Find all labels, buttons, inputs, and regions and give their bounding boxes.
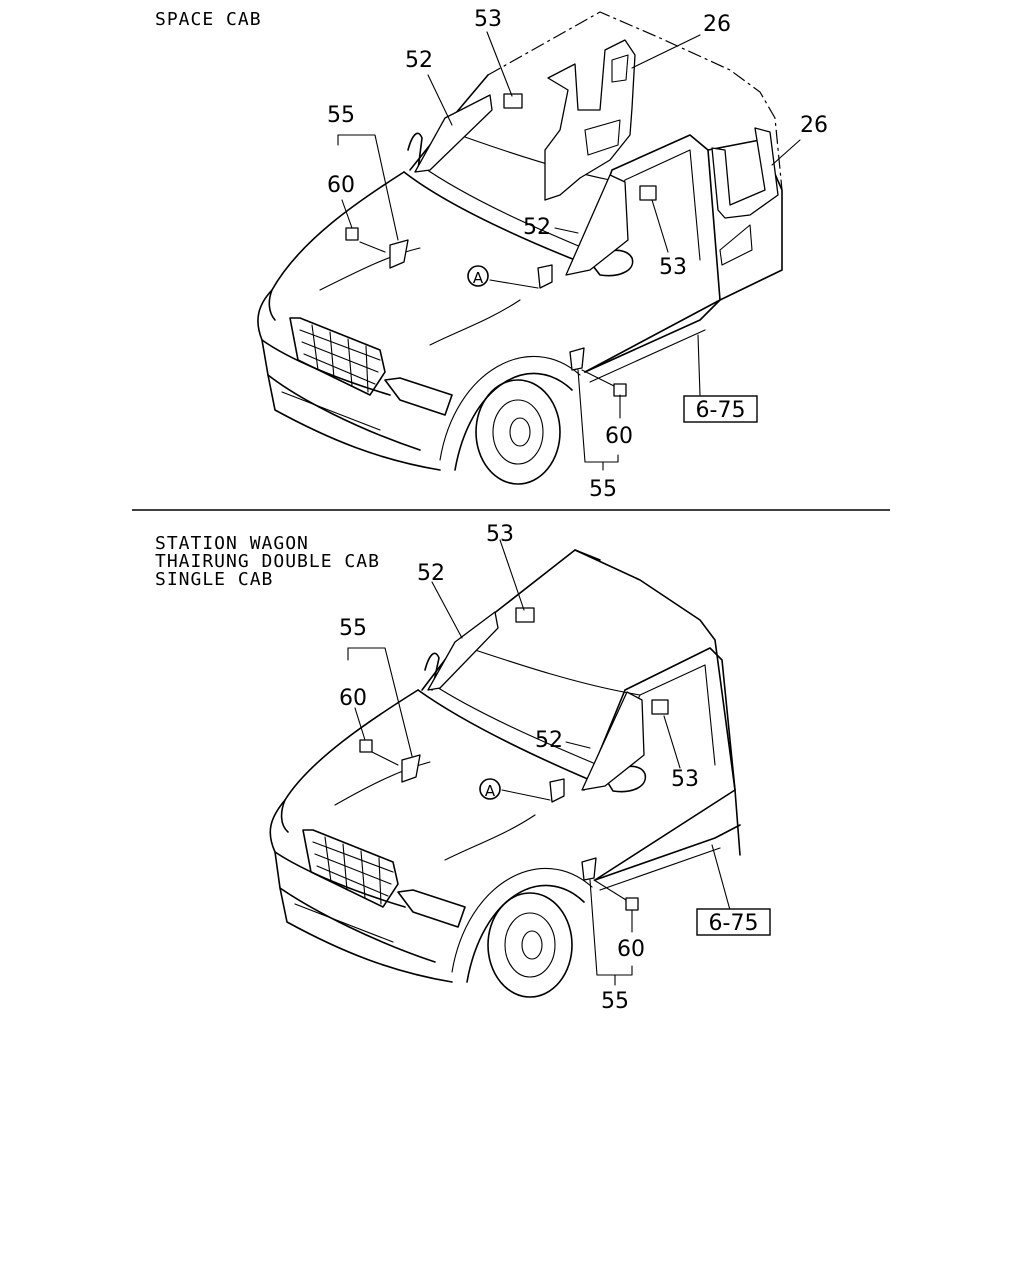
connector-a	[549, 778, 565, 803]
clip-53-right	[651, 699, 669, 715]
a-pillar-trim-52-left	[427, 611, 499, 691]
fastener-55-hood	[401, 754, 421, 783]
callout-26: 26	[703, 12, 731, 37]
panel-heading-line: THAIRUNG DOUBLE CAB	[155, 551, 380, 572]
leader-lines	[337, 31, 801, 471]
callout-26: 26	[800, 113, 828, 138]
a-pillar-trim-52-left	[414, 94, 493, 173]
panel-heading-line: SPACE CAB	[155, 9, 262, 30]
panel-station-wagon: STATION WAGON THAIRUNG DOUBLE CAB SINGLE…	[155, 522, 771, 1014]
panel-heading-line: SINGLE CAB	[155, 569, 273, 590]
a-pillar-trim-52-right	[581, 691, 645, 791]
reference-label: 6-75	[709, 911, 759, 936]
callout-52: 52	[523, 215, 551, 240]
callout-55: 55	[339, 616, 367, 641]
connector-a-marker: A	[479, 778, 501, 800]
fastener-60-hood	[359, 739, 373, 753]
callout-55: 55	[589, 477, 617, 502]
fastener-60-door	[613, 383, 627, 397]
connector-a	[537, 264, 553, 289]
panel-space-cab: SPACE CAB	[155, 7, 828, 502]
callout-53: 53	[659, 255, 687, 280]
truck-outline	[257, 11, 783, 485]
fastener-55-door	[569, 347, 585, 371]
callout-53: 53	[486, 522, 514, 547]
fastener-60-door	[625, 897, 639, 911]
callout-60: 60	[339, 686, 367, 711]
leader-lines	[347, 539, 731, 986]
callout-52: 52	[417, 561, 445, 586]
a-pillar-trim-52-right	[565, 174, 629, 276]
pillar-trim-26-right	[711, 127, 779, 219]
callout-60: 60	[327, 173, 355, 198]
panel-heading-line: STATION WAGON	[155, 533, 309, 554]
callout-53: 53	[474, 7, 502, 32]
callout-55: 55	[327, 103, 355, 128]
reference-box: 6-75	[683, 395, 758, 423]
callout-53: 53	[671, 767, 699, 792]
connector-a-label: A	[473, 269, 484, 287]
fastener-60-hood	[345, 227, 359, 241]
reference-label: 6-75	[696, 398, 746, 423]
callout-60: 60	[617, 937, 645, 962]
clip-53-left	[503, 93, 523, 109]
callout-55: 55	[601, 989, 629, 1014]
callout-52: 52	[535, 728, 563, 753]
fastener-55-hood	[389, 239, 409, 269]
callout-52: 52	[405, 48, 433, 73]
clip-53-left	[515, 607, 535, 623]
fastener-55-door	[581, 857, 597, 881]
callout-60: 60	[605, 424, 633, 449]
reference-box: 6-75	[696, 908, 771, 936]
connector-a-label: A	[485, 782, 496, 800]
connector-a-marker: A	[467, 265, 489, 287]
clip-53-right	[639, 185, 657, 201]
